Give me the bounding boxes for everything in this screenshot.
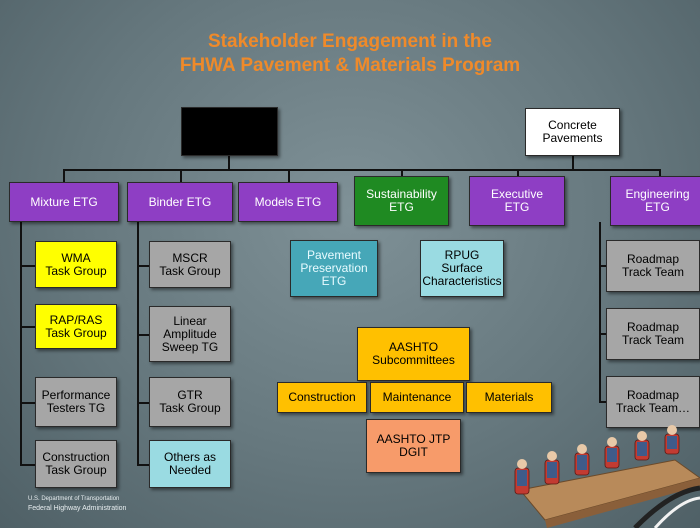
connector-line	[137, 464, 150, 466]
connector-line	[599, 333, 607, 335]
models-etg-box: Models ETG	[238, 182, 338, 222]
connector-line	[517, 169, 519, 182]
connector-line	[20, 402, 36, 404]
rap-ras-task-group-box: RAP/RAS Task Group	[35, 304, 117, 349]
engineering-etg-box: Engineering ETG	[610, 176, 700, 226]
roadmap-track-team-box: Roadmap Track Team	[606, 240, 700, 292]
sustainability-etg-box: Sustainability ETG	[354, 176, 449, 226]
linear-amplitude-sweep-tg-box: Linear Amplitude Sweep TG	[149, 306, 231, 362]
construction-subcommittee-box: Construction	[277, 382, 367, 413]
binder-etg-box: Binder ETG	[127, 182, 233, 222]
connector-line	[20, 265, 36, 267]
wma-task-group-box: WMA Task Group	[35, 241, 117, 288]
gtr-task-group-box: GTR Task Group	[149, 377, 231, 427]
pavement-preservation-etg-box: Pavement Preservation ETG	[290, 240, 378, 297]
connector-line	[20, 464, 36, 466]
executive-etg-box: Executive ETG	[469, 176, 565, 226]
mixture-etg-box: Mixture ETG	[9, 182, 119, 222]
materials-subcommittee-box: Materials	[466, 382, 552, 413]
concrete-pavements-box: Concrete Pavements	[525, 108, 620, 156]
connector-line	[228, 155, 230, 170]
roadmap-track-team-box: Roadmap Track Team…	[606, 376, 700, 428]
connector-line	[137, 265, 150, 267]
mscr-task-group-box: MSCR Task Group	[149, 241, 231, 288]
rpug-surface-characteristics-box: RPUG Surface Characteristics	[420, 240, 504, 297]
connector-line	[63, 169, 660, 171]
connector-line	[288, 169, 290, 182]
others-as-needed-box: Others as Needed	[149, 440, 231, 488]
binder-spine-line	[137, 222, 139, 465]
footer-fhwa-line: Federal Highway Administration	[28, 505, 127, 512]
roadmap-track-team-box: Roadmap Track Team	[606, 308, 700, 360]
performance-testers-tg-box: Performance Testers TG	[35, 377, 117, 427]
connector-line	[659, 169, 661, 182]
connector-line	[137, 334, 150, 336]
aashto-subcommittees-box: AASHTO Subcommittees	[357, 327, 470, 381]
title-line-2: FHWA Pavement & Materials Program	[179, 55, 521, 76]
conference-meeting-clipart-icon	[514, 425, 700, 528]
connector-line	[180, 169, 182, 182]
mixture-spine-line	[20, 222, 22, 465]
connector-line	[572, 155, 574, 170]
asphalt-pavements-box	[181, 107, 278, 156]
maintenance-subcommittee-box: Maintenance	[370, 382, 464, 413]
connector-line	[20, 326, 36, 328]
aashto-jtp-dgit-box: AASHTO JTP DGIT	[366, 419, 461, 473]
connector-line	[137, 402, 150, 404]
connector-line	[599, 265, 607, 267]
title-line-1: Stakeholder Engagement in the	[208, 31, 492, 52]
connector-line	[401, 169, 403, 182]
construction-task-group-box: Construction Task Group	[35, 440, 117, 488]
connector-line	[599, 401, 607, 403]
engineering-spine-line	[599, 222, 601, 402]
connector-line	[63, 169, 65, 182]
footer-dot-line: U.S. Department of Transportation	[28, 496, 120, 502]
